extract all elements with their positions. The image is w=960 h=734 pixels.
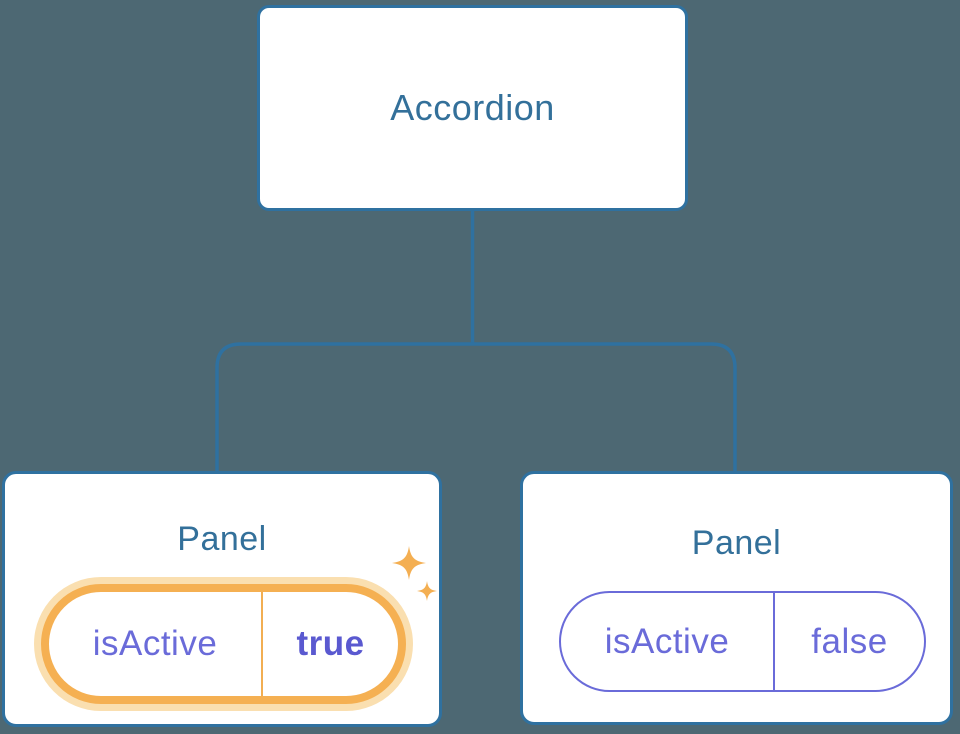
accordion-node-label: Accordion bbox=[390, 87, 555, 128]
state-pill-active: isActive true bbox=[41, 584, 406, 704]
panel-node-label: Panel bbox=[177, 520, 267, 558]
panel-node-active: Panel isActive true bbox=[2, 471, 442, 727]
state-value: true bbox=[296, 624, 365, 663]
state-name: isActive bbox=[604, 621, 730, 661]
state-pill-inactive: isActive false bbox=[559, 591, 926, 692]
state-value: false bbox=[811, 621, 888, 661]
pill-divider bbox=[261, 592, 263, 696]
panel-node-label: Panel bbox=[691, 524, 782, 562]
accordion-node: Accordion bbox=[257, 5, 688, 211]
pill-divider bbox=[773, 593, 775, 690]
panel-node-inactive: Panel isActive false bbox=[520, 471, 953, 725]
sparkles-icon bbox=[392, 546, 437, 601]
state-name: isActive bbox=[92, 624, 218, 663]
